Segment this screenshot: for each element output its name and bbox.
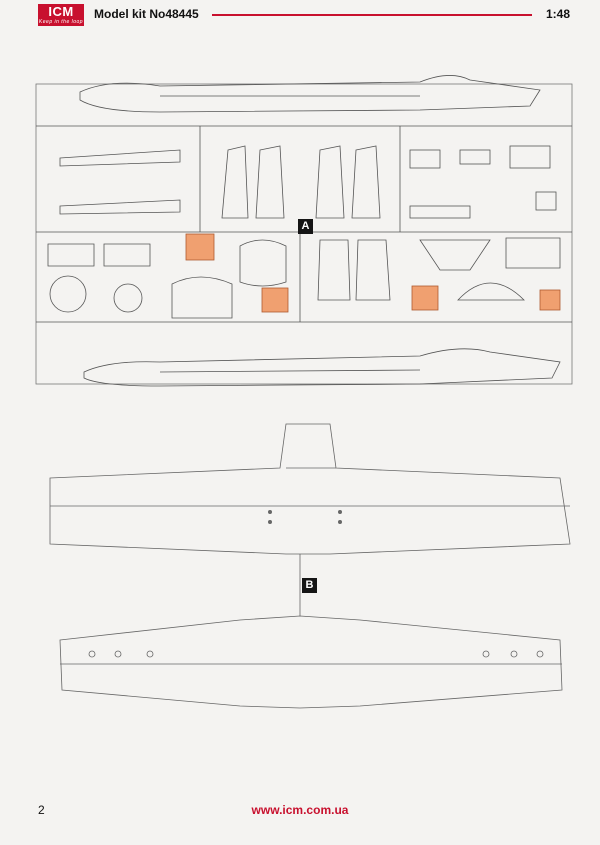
part-fin-6 [355, 239, 391, 301]
highlighted-part-3 [411, 285, 439, 311]
part-round-2 [113, 283, 143, 313]
wing-upper [49, 423, 571, 555]
part-bulkhead-3 [505, 237, 561, 269]
part-small-3 [509, 145, 551, 169]
part-canopy-frame [171, 276, 233, 319]
fuselage-half-top [79, 75, 541, 113]
sprue-b-label: B [302, 578, 317, 593]
part-wing-2 [59, 199, 181, 215]
part-fin-4 [351, 145, 381, 219]
part-fin-1 [221, 145, 249, 219]
model-kit-number: Model kit No48445 [94, 7, 199, 21]
website-link[interactable]: www.icm.com.ua [251, 803, 349, 817]
page-number: 2 [38, 803, 45, 817]
highlighted-part-4 [539, 289, 561, 311]
part-small-5 [535, 191, 557, 211]
part-round-1 [49, 275, 87, 313]
sprue-b-drawing [49, 423, 571, 709]
icm-logo: ICM Keep in the loop [38, 4, 84, 26]
part-bulkhead-1 [47, 243, 95, 267]
header-rule [212, 14, 532, 16]
highlighted-part-2 [261, 287, 289, 313]
part-small-1 [409, 149, 441, 169]
part-engine-mount [457, 282, 525, 301]
brand-name: ICM [48, 4, 74, 19]
scale-label: 1:48 [546, 7, 571, 21]
part-wing-1 [59, 149, 181, 167]
page-header: ICM Keep in the loop Model kit No48445 1… [0, 0, 600, 32]
wing-lower [59, 615, 563, 709]
part-frame-1 [239, 239, 287, 287]
part-fin-2 [255, 145, 285, 219]
part-small-4 [409, 205, 471, 219]
part-cowl [419, 239, 491, 271]
part-bulkhead-2 [103, 243, 151, 267]
part-small-2 [459, 149, 491, 165]
fuselage-half-bottom [83, 348, 561, 387]
part-fin-5 [317, 239, 351, 301]
part-fin-3 [315, 145, 345, 219]
brand-tagline: Keep in the loop [38, 19, 84, 25]
sprue-a-label: A [298, 219, 313, 234]
highlighted-part-1 [185, 233, 215, 261]
